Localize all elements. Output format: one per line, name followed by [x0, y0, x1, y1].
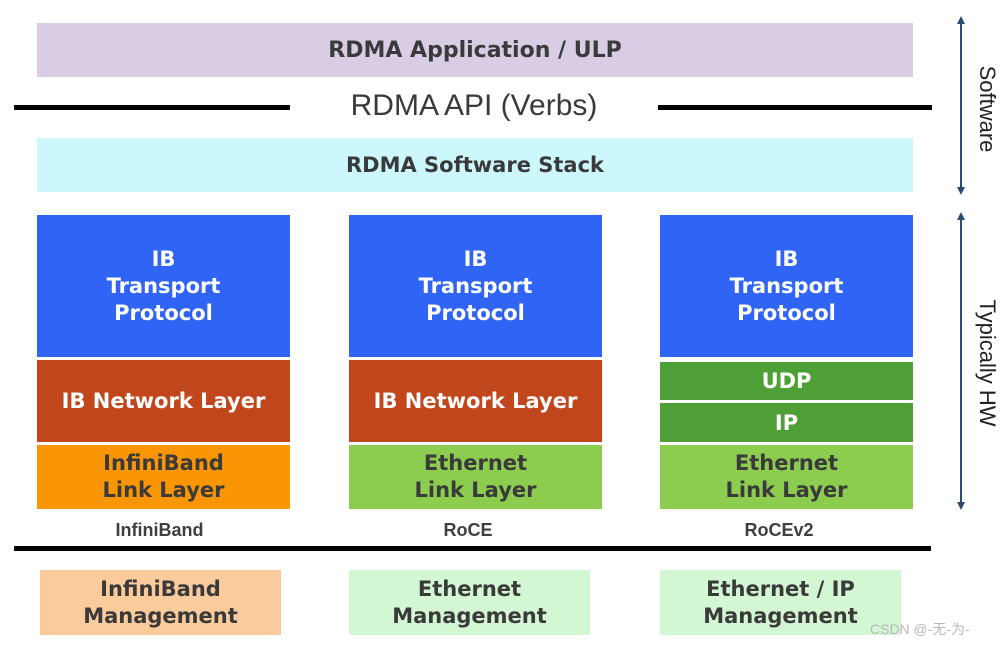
rocev2-udp-box: UDP: [660, 362, 913, 400]
ib-network-layer-box: IB Network Layer: [37, 360, 290, 442]
column-label-rocev2: RoCEv2: [744, 520, 814, 540]
rocev2-transport-protocol-box: IB Transport Protocol: [660, 215, 913, 357]
roce-network-layer-box: IB Network Layer: [349, 360, 602, 442]
rocev2-ip-box: IP: [660, 403, 913, 442]
roce-ethernet-link-layer-box: Ethernet Link Layer: [349, 445, 602, 509]
software-arrow-bottom-head: [957, 187, 965, 195]
api-rule-right: [658, 105, 932, 110]
roce-transport-protocol-box: IB Transport Protocol: [349, 215, 602, 357]
software-side-label: Software: [975, 65, 1000, 153]
software-arrow-line: [960, 23, 962, 189]
api-rule-left: [14, 105, 290, 110]
hardware-arrow-line: [960, 219, 962, 504]
ethernet-management-box: Ethernet Management: [349, 570, 590, 635]
hardware-arrow-top-head: [957, 212, 965, 220]
column-label-roce: RoCE: [443, 520, 493, 540]
rocev2-ethernet-link-layer-box: Ethernet Link Layer: [660, 445, 913, 509]
ethernet-ip-management-box: Ethernet / IP Management: [660, 570, 901, 635]
software-arrow-top-head: [957, 16, 965, 24]
infiniband-management-box: InfiniBand Management: [40, 570, 281, 635]
hardware-arrow-bottom-head: [957, 502, 965, 510]
typically-hw-side-label: Typically HW: [975, 299, 1000, 427]
rdma-application-ulp-box: RDMA Application / ULP: [37, 23, 913, 77]
infiniband-link-layer-box: InfiniBand Link Layer: [37, 445, 290, 509]
csdn-watermark: CSDN @-无-为-: [870, 621, 970, 637]
rdma-software-stack-box: RDMA Software Stack: [37, 138, 913, 192]
ib-transport-protocol-box: IB Transport Protocol: [37, 215, 290, 357]
management-separator-rule: [14, 546, 931, 551]
column-label-infiniband: InfiniBand: [115, 520, 204, 540]
rdma-api-verbs-title: RDMA API (Verbs): [350, 89, 598, 122]
